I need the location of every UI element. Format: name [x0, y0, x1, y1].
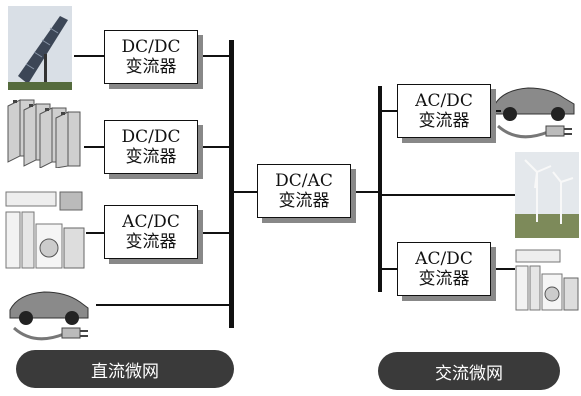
converter-label: 变流器: [419, 269, 470, 289]
converter-label: 变流器: [126, 147, 177, 167]
converter-type: AC/DC: [415, 91, 473, 111]
wire-acbus-acdc1: [381, 110, 397, 112]
home-appliances-icon: [4, 190, 86, 270]
dcac-converter: DC/AC 变流器: [257, 164, 351, 218]
wire-bus-dcac: [233, 191, 257, 193]
wire-acdc-bus: [198, 232, 230, 234]
converter-type: AC/DC: [415, 249, 473, 269]
electric-car-icon: [488, 80, 578, 146]
dcdc-converter-solar: DC/DC 变流器: [104, 30, 198, 84]
dc-bus: [229, 40, 234, 328]
wire-dcac-acbus: [351, 191, 379, 193]
wire-acdc2-appliance: [491, 268, 515, 270]
acdc-converter-ev: AC/DC 变流器: [397, 84, 491, 138]
wire-dcdc1-bus: [198, 55, 230, 57]
converter-label: 变流器: [126, 232, 177, 252]
converter-label: 变流器: [126, 57, 177, 77]
wire-acdc1-car: [491, 110, 501, 112]
wire-acbus-acdc2: [381, 268, 397, 270]
wire-car-bus: [96, 304, 230, 306]
ac-bus: [378, 86, 382, 292]
converter-type: DC/DC: [121, 37, 180, 57]
ac-microgrid-label: 交流微网: [378, 352, 560, 390]
solar-panel-icon: [8, 6, 72, 90]
wire-appliance: [86, 232, 104, 234]
dc-microgrid-label: 直流微网: [16, 350, 234, 388]
electric-car-icon: [4, 284, 92, 346]
acdc-converter-appliance-right: AC/DC 变流器: [397, 242, 491, 296]
acdc-converter-appliance: AC/DC 变流器: [104, 205, 198, 259]
wire-solar: [74, 55, 104, 57]
wire-dcdc2-bus: [198, 146, 230, 148]
converter-label: 变流器: [279, 191, 330, 211]
wind-turbine-icon: [515, 152, 579, 238]
home-appliances-icon: [514, 248, 580, 312]
converter-type: AC/DC: [122, 212, 180, 232]
converter-type: DC/DC: [121, 127, 180, 147]
converter-label: 变流器: [419, 111, 470, 131]
battery-pack-icon: [4, 96, 84, 168]
converter-type: DC/AC: [275, 171, 333, 191]
dcdc-converter-battery: DC/DC 变流器: [104, 120, 198, 174]
wire-battery: [84, 146, 104, 148]
wire-acbus-wind: [381, 194, 515, 196]
